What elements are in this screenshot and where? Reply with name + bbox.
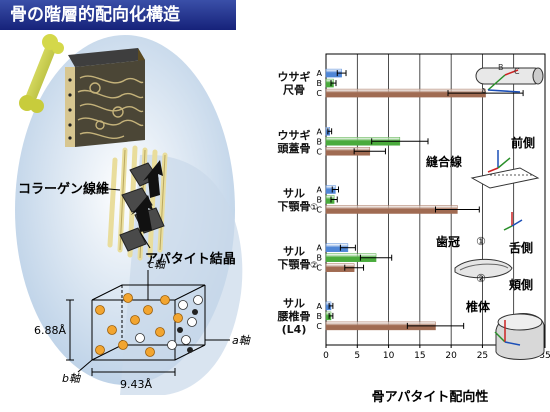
bar-key-label: B: [317, 137, 323, 146]
marker-1: ①: [476, 235, 486, 248]
page-title: 骨の階層的配向化構造: [0, 0, 236, 30]
group-label: 下顎骨: [278, 258, 311, 271]
group-label: 腰椎骨: [277, 309, 311, 323]
group-label: ウサギ: [278, 128, 311, 142]
group-label: ウサギ: [278, 70, 311, 84]
apatite-pointer: [139, 231, 151, 249]
c-axis-arrow: [131, 195, 153, 232]
bone-structure-illustration: コラーゲン線維 アパタイト結晶 c軸 a軸 b軸 6.88Å 9.43Å: [15, 34, 251, 395]
plot-area: [325, 53, 546, 346]
crown-annotation: 歯冠: [436, 234, 460, 249]
bar-key-label: C: [316, 264, 322, 273]
group-label: サル: [283, 187, 305, 200]
bar-key-label: B: [317, 312, 323, 321]
ulna-axis-c: C: [514, 67, 520, 76]
c-dimension-label: 6.88Å: [34, 324, 66, 337]
bar-key-label: C: [316, 89, 322, 98]
front-annotation: 前側: [511, 135, 535, 150]
apatite-label: アパタイト結晶: [145, 251, 236, 267]
group-label: 下顎骨: [278, 200, 311, 213]
bar-key-label: A: [317, 69, 323, 78]
bar-key-label: C: [316, 206, 322, 215]
c-axis-arrow: [143, 160, 163, 198]
bar-key-label: C: [316, 147, 322, 156]
bar-key-label: A: [317, 186, 323, 195]
vertebra-annotation: 椎体: [465, 299, 491, 314]
b-axis-line: [77, 359, 93, 373]
a-dimension-label: 9.43Å: [120, 378, 152, 391]
group-label: (L4): [282, 323, 307, 336]
ulna-axis-a: A: [481, 87, 487, 96]
tongue-annotation: 舌側: [509, 240, 533, 255]
unit-cell-atoms: [95, 293, 203, 357]
x-tick-label: 35: [539, 351, 550, 361]
vertebra-icon: [494, 313, 545, 360]
collagen-label: コラーゲン線維: [18, 181, 109, 197]
bar-key-label: A: [317, 244, 323, 253]
bar-key-label: A: [317, 127, 323, 136]
cheek-annotation: 頬側: [509, 277, 533, 292]
plot-frame: [325, 53, 546, 346]
bar-key-label: A: [317, 302, 323, 311]
group-label-suffix: ②: [310, 261, 318, 271]
collagen-pointer: [97, 187, 121, 191]
bone-tissue-cube: [65, 48, 145, 147]
apatite-unit-cell: [66, 270, 230, 376]
skull-plate-icon: [470, 150, 540, 189]
b-axis-label: b軸: [62, 372, 81, 385]
bar-key-label: C: [316, 322, 322, 331]
suture-annotation: 縫合線: [426, 154, 462, 169]
group-label: サル: [283, 297, 305, 310]
bar-key-label: B: [317, 196, 323, 205]
group-label-suffix: ①: [310, 203, 318, 213]
x-tick-label: 25: [477, 351, 488, 361]
bone-icon: [19, 34, 64, 113]
x-axis-title: 骨アパタイト配向性: [371, 390, 489, 405]
a-axis-label: a軸: [232, 334, 251, 347]
group-label: 頭蓋骨: [278, 141, 311, 155]
x-tick-label: 20: [445, 351, 457, 361]
tooth-crown-icon: [454, 258, 513, 279]
mandible-axis-icon: [503, 212, 523, 231]
collagen-fiber-bundle: [107, 145, 168, 261]
x-tick-label: 15: [414, 351, 425, 361]
group-label: 尺骨: [283, 84, 305, 97]
gridlines: [356, 54, 515, 345]
x-tick-label: 0: [323, 351, 329, 361]
ulna-axis-b: B: [498, 63, 504, 72]
x-tick-label: 10: [383, 351, 395, 361]
marker-2: ②: [476, 272, 486, 285]
c-axis-label: c軸: [148, 258, 166, 271]
bar-key-label: B: [317, 79, 323, 88]
ulna-bone-icon: [475, 67, 544, 93]
x-tick-label: 5: [354, 351, 360, 361]
group-label: サル: [283, 245, 305, 258]
bar-key-label: B: [317, 254, 323, 263]
